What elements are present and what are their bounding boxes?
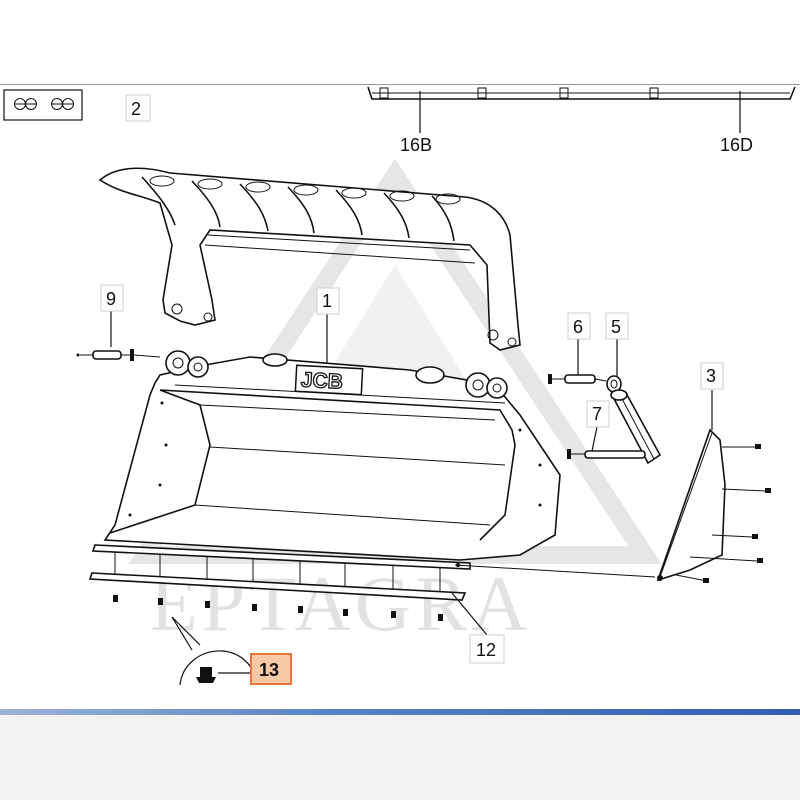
side-plate: [656, 428, 771, 583]
callout-6[interactable]: 6: [567, 312, 591, 340]
callout-3[interactable]: 3: [700, 362, 724, 390]
ram-cylinder: [610, 389, 662, 465]
bucket-body: JCB: [103, 350, 561, 561]
callout-7[interactable]: 7: [586, 400, 610, 428]
callout-16b[interactable]: 16B: [400, 135, 432, 155]
svg-text:16B: 16B: [400, 135, 432, 155]
callout-1[interactable]: 1: [316, 287, 340, 315]
svg-text:7: 7: [592, 404, 602, 424]
viewer-top-area: [0, 0, 800, 84]
callout-5[interactable]: 5: [605, 312, 629, 340]
callout-9[interactable]: 9: [100, 284, 124, 312]
viewer-divider: [0, 84, 800, 85]
jcb-logo-text: JCB: [300, 369, 343, 394]
jcb-logo: JCB: [294, 364, 364, 396]
svg-text:9: 9: [106, 289, 116, 309]
svg-text:3: 3: [706, 366, 716, 386]
pin-9: [76, 349, 161, 361]
svg-text:2: 2: [131, 99, 141, 119]
svg-text:6: 6: [573, 317, 583, 337]
svg-text:16D: 16D: [720, 135, 753, 155]
grab-tine-assembly: [98, 167, 521, 351]
svg-text:1: 1: [322, 291, 332, 311]
leader-lines: [110, 311, 713, 636]
cufflink-icon: [14, 98, 37, 110]
pin-6: [548, 374, 607, 384]
svg-text:12: 12: [476, 640, 496, 660]
pin-7: [567, 449, 646, 459]
cufflink-icon: [51, 98, 74, 110]
bucket-top-edge: [367, 86, 796, 133]
parts-diagram-canvas: EPTAGRA: [0, 85, 800, 709]
callout-12[interactable]: 12: [469, 634, 505, 664]
svg-text:13: 13: [259, 660, 279, 680]
cutting-edge: [88, 544, 656, 621]
bolt-detail-bubble: [171, 616, 255, 686]
watermark-text: EPTAGRA: [150, 560, 531, 647]
view-toggle-box[interactable]: [3, 89, 83, 121]
callout-13-highlighted[interactable]: 13: [250, 653, 292, 685]
callout-16d[interactable]: 16D: [720, 135, 753, 155]
callout-2[interactable]: 2: [125, 94, 151, 122]
viewer-bottom-area: [0, 715, 800, 800]
viewer-bottom-bar: [0, 709, 800, 715]
svg-text:5: 5: [611, 317, 621, 337]
